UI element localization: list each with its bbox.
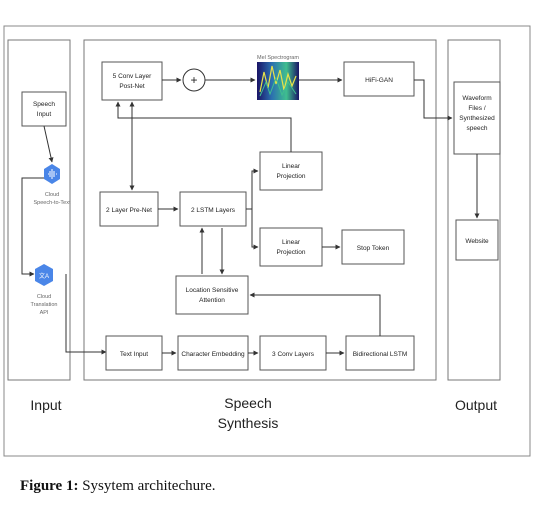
output-section-title: Output — [455, 397, 497, 413]
linear-projection-1-node — [259, 151, 323, 191]
cloud-stt-label-2: Speech-to-Text — [34, 200, 71, 206]
waveform-label-3: Synthesized — [459, 115, 495, 122]
cloud-stt-label-1: Cloud — [45, 192, 59, 198]
figure-caption-label: Figure 1: — [20, 478, 79, 494]
edge-linear-1-to-postnet — [115, 101, 292, 152]
figure-caption: Figure 1: Sysytem architechure. — [20, 478, 216, 495]
hifigan-label: HiFi-GAN — [365, 77, 393, 84]
waveform-label-1: Waveform — [462, 95, 491, 102]
edge-bilstm-to-attention — [249, 292, 381, 336]
input-section-title: Input — [30, 397, 61, 413]
hifigan-node — [343, 61, 415, 97]
cloud-translation-icon: 文A — [35, 264, 53, 286]
location-attention-label-2: Attention — [199, 297, 225, 304]
prenet-node — [99, 191, 159, 227]
character-embedding-label: Character Embedding — [181, 351, 245, 358]
edge-translation-to-text-input — [65, 274, 107, 355]
website-node — [455, 219, 499, 261]
linear-projection-2-label-1: Linear — [282, 239, 301, 246]
cloud-translation-label-1: Cloud — [37, 294, 51, 300]
location-attention-label-1: Location Sensitive — [186, 287, 239, 294]
edge-hifigan-to-waveform — [414, 79, 453, 121]
linear-projection-1-label-2: Projection — [277, 173, 306, 180]
speech-synthesis-title-line2: Synthesis — [218, 415, 279, 431]
speech-input-node — [21, 91, 67, 127]
linear-projection-2-node — [259, 227, 323, 267]
location-attention-node — [175, 275, 249, 315]
svg-text:文A: 文A — [39, 272, 49, 280]
postnet-label-1: 5 Conv Layer — [113, 73, 152, 80]
bidirectional-lstm-label: Bidirectional LSTM — [353, 351, 408, 358]
cloud-translation-label-2: Translation — [30, 302, 57, 308]
conv-layers-label: 3 Conv Layers — [272, 351, 315, 358]
linear-projection-1-label-1: Linear — [282, 163, 301, 170]
architecture-diagram: Input Speech Synthesis Output Speech Inp… — [3, 25, 531, 457]
postnet-node — [101, 61, 163, 101]
postnet-label-2: Post-Net — [119, 83, 144, 90]
speech-input-label-2: Input — [37, 111, 52, 118]
figure-caption-text: Sysytem architechure. — [78, 478, 216, 494]
edge-stt-to-translation — [21, 177, 44, 277]
lstm-layers-label: 2 LSTM Layers — [191, 207, 236, 214]
cloud-translation-label-3: API — [40, 310, 49, 316]
text-input-label: Text Input — [120, 351, 148, 358]
website-label: Website — [465, 238, 489, 245]
stop-token-label: Stop Token — [357, 245, 390, 252]
mel-spectrogram-image — [257, 62, 299, 100]
prenet-label: 2 Layer Pre-Net — [106, 207, 152, 214]
linear-projection-2-label-2: Projection — [277, 249, 306, 256]
text-input-node — [105, 335, 163, 371]
input-panel — [7, 39, 71, 381]
waveform-label-4: speech — [467, 125, 488, 132]
stop-token-node — [341, 229, 405, 265]
cloud-speech-to-text-icon — [44, 164, 60, 184]
sum-symbol: + — [190, 73, 197, 87]
bidirectional-lstm-node — [345, 335, 415, 371]
edge-lstm-to-linear-1 — [246, 168, 259, 210]
edge-lstm-to-linear-2 — [251, 209, 259, 250]
speech-input-label-1: Speech — [33, 101, 55, 108]
mel-spectrogram-caption: Mel Spectrogram — [257, 55, 299, 61]
conv-layers-node — [259, 335, 327, 371]
speech-synthesis-title-line1: Speech — [224, 395, 271, 411]
waveform-label-2: Files / — [468, 105, 486, 112]
waveform-output-node — [453, 81, 501, 155]
edge-speech-to-stt — [43, 125, 54, 163]
